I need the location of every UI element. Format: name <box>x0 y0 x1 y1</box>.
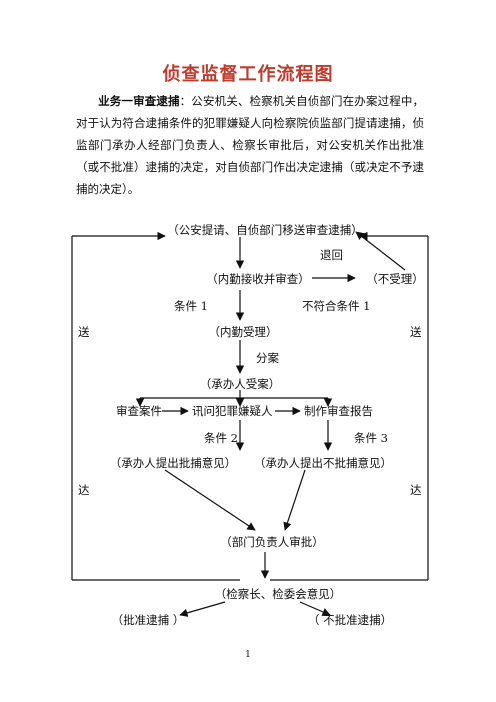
label-assign: 分案 <box>256 351 279 365</box>
label-cond3: 条件 3 <box>354 431 388 445</box>
node-report: 制作审查报告 <box>304 404 373 418</box>
node-interrogate: 讯问犯罪嫌疑人 <box>192 404 273 418</box>
intro-lead: 业务一审查逮捕 <box>98 94 180 108</box>
node-start: （公安提请、自侦部门移送审查逮捕） <box>167 223 363 237</box>
node-approve: （批准逮捕 ） <box>112 613 185 627</box>
label-cond2: 条件 2 <box>204 431 238 445</box>
node-deny-opinion: （承办人提出不批捕意见） <box>254 456 392 470</box>
node-approve-opinion: （承办人提出批捕意见） <box>110 456 237 470</box>
node-deny: （ 不批准逮捕） <box>308 613 392 627</box>
label-arrive-right: 达 <box>410 483 422 497</box>
node-receive: （内勤接收并审查） <box>206 272 310 286</box>
label-arrive-left: 达 <box>78 483 90 497</box>
node-review: 审查案件 <box>116 404 162 418</box>
arrow-approve-dept <box>164 469 256 531</box>
label-return: 退回 <box>320 248 343 262</box>
page-number: 1 <box>245 650 251 660</box>
arrow-chief-deny <box>299 601 331 616</box>
node-accept: （内勤受理） <box>209 325 278 339</box>
node-handler: （承办人受案） <box>200 377 281 391</box>
label-not-cond1: 不符合条件 1 <box>302 299 370 313</box>
intro-text: ：公安机关、检察机关自侦部门在办案过程中，对于认为符合逮捕条件的犯罪嫌疑人向检察… <box>76 94 425 196</box>
page-title: 侦查监督工作流程图 <box>162 64 334 85</box>
arrow-deny-dept <box>283 469 306 531</box>
label-cond1: 条件 1 <box>174 299 208 313</box>
node-reject: （不受理） <box>366 272 424 286</box>
node-chief-opinion: （检察长、检委会意见） <box>215 587 342 601</box>
label-send-right: 送 <box>410 325 422 339</box>
intro-paragraph: 业务一审查逮捕：公安机关、检察机关自侦部门在办案过程中，对于认为符合逮捕条件的犯… <box>76 90 424 200</box>
arrow-chief-approve <box>179 601 226 617</box>
label-send-left: 送 <box>78 325 90 339</box>
node-dept-review: （部门负责人审批） <box>220 535 324 549</box>
arrow-reject-return <box>355 231 406 271</box>
